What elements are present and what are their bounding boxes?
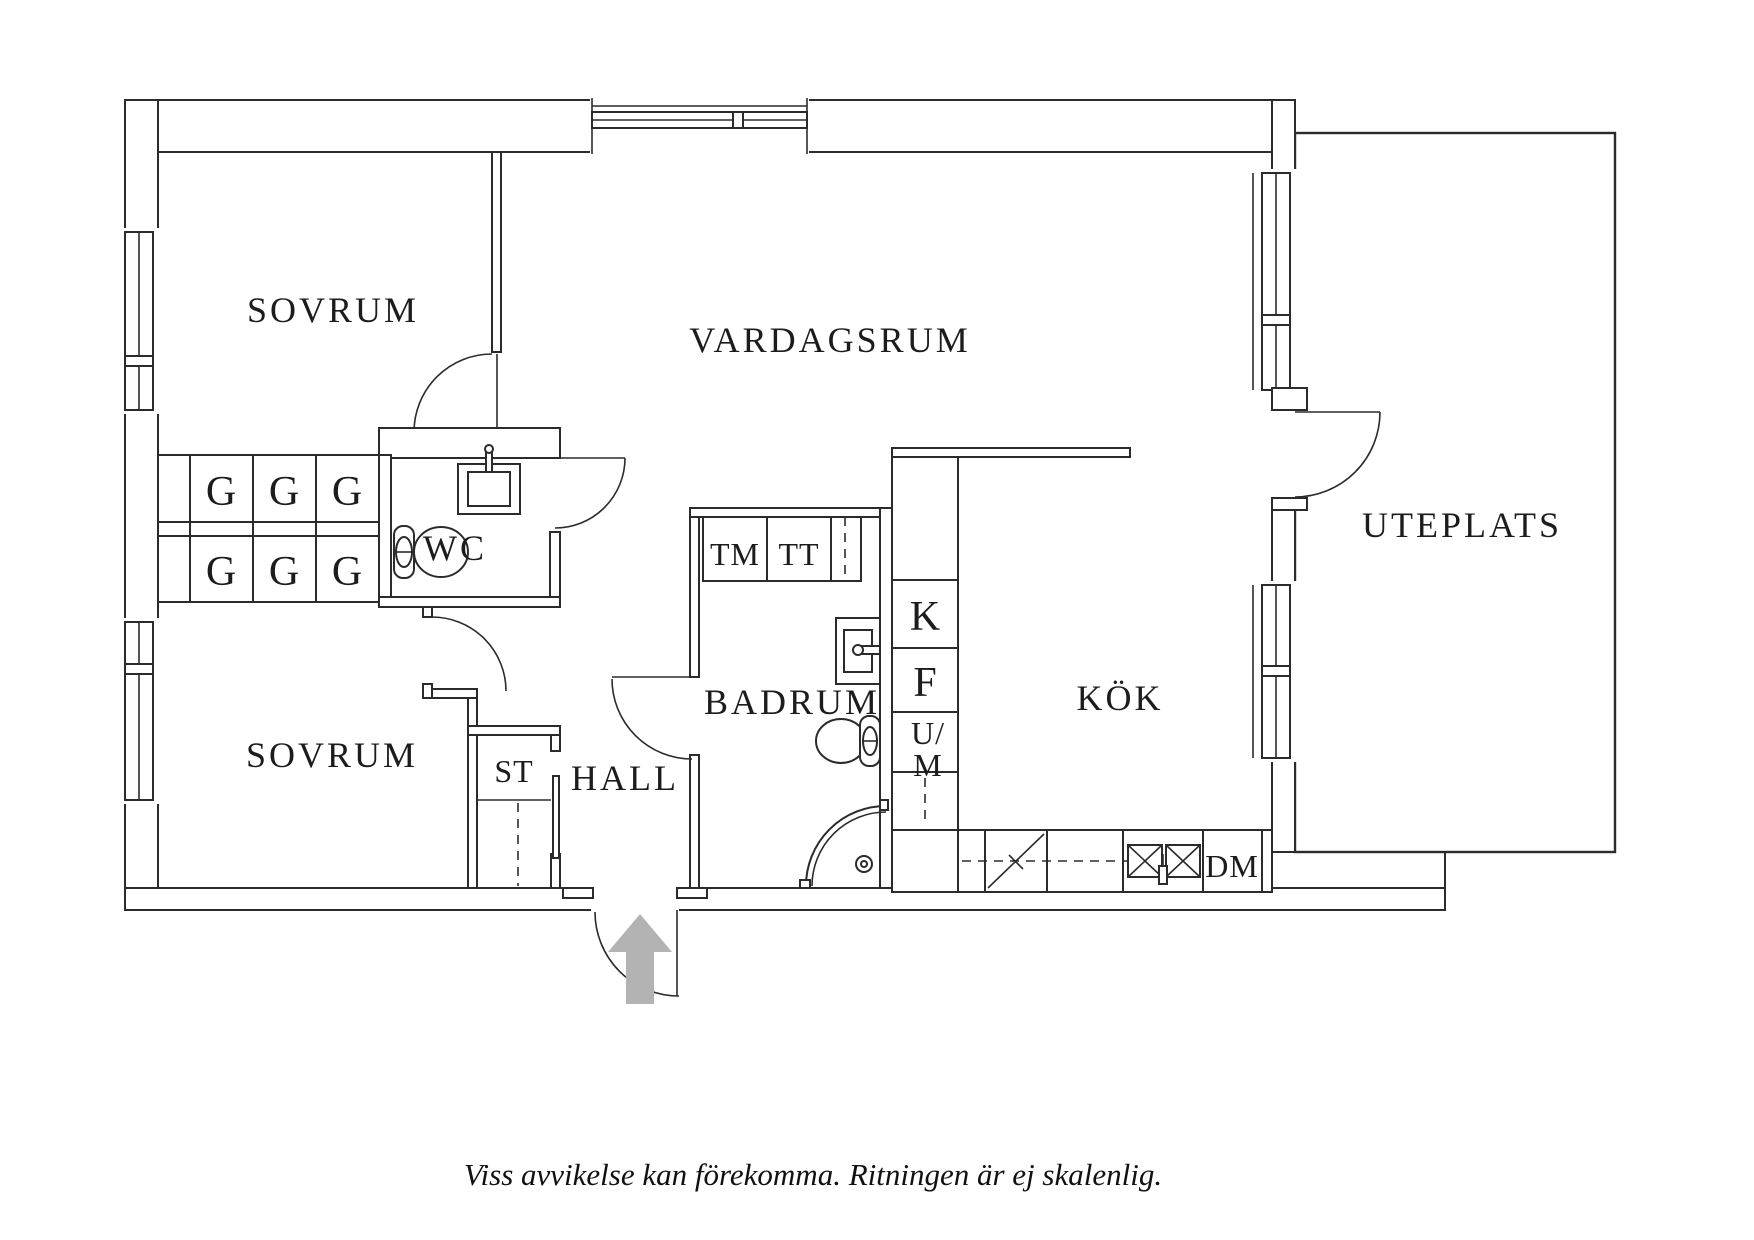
kitchen-fixtures	[891, 456, 1273, 893]
oven-micro-label-bottom: M	[913, 747, 942, 783]
entrance-arrow-icon	[608, 914, 672, 1004]
appliance-labels: TM TT K F U/ M DM	[710, 536, 1259, 884]
room-label-sovrum-2: SOVRUM	[246, 735, 418, 775]
wardrobe-label: G	[206, 549, 236, 595]
room-label-wc: WC	[423, 528, 487, 568]
wardrobe-label: G	[269, 469, 299, 515]
freezer-label: F	[913, 660, 936, 706]
room-label-vardagsrum: VARDAGSRUM	[689, 320, 970, 360]
interior-walls	[378, 151, 1131, 889]
toilet-icon	[393, 525, 469, 579]
sink-icon	[835, 617, 881, 685]
disclaimer-text: Viss avvikelse kan förekomma. Ritningen …	[464, 1157, 1162, 1192]
fridge-label: K	[910, 594, 940, 640]
wardrobe-label: G	[332, 469, 362, 515]
sink-icon	[457, 444, 521, 515]
wardrobe-label: G	[332, 549, 362, 595]
wardrobe-label: G	[269, 549, 299, 595]
terrace-door	[1270, 387, 1381, 511]
shower-icon	[799, 799, 889, 889]
window-left-2	[123, 618, 162, 804]
entrance-door	[562, 886, 708, 997]
room-label-badrum: BADRUM	[704, 682, 880, 722]
tm-label: TM	[710, 536, 760, 572]
toilet-icon	[815, 715, 881, 767]
doors-exterior	[562, 387, 1381, 997]
wc-fixtures	[393, 444, 521, 579]
washer-dryer-cabinets	[702, 516, 862, 582]
oven-micro-label-top: U/	[911, 715, 945, 751]
room-label-st: ST	[494, 753, 533, 789]
st-closet	[467, 725, 561, 889]
uteplats-area	[1293, 131, 1617, 854]
window-top	[590, 98, 809, 154]
room-label-hall: HALL	[571, 758, 679, 798]
window-right-1	[1250, 169, 1297, 394]
wardrobes: G G G G G G	[157, 454, 380, 603]
stove-icon	[987, 833, 1045, 889]
bathroom-fixtures	[702, 516, 889, 889]
wardrobe-label: G	[206, 469, 236, 515]
room-labels: SOVRUM VARDAGSRUM UTEPLATS SOVRUM WC BAD…	[246, 290, 1562, 798]
dishwasher-label: DM	[1205, 848, 1259, 884]
room-label-kok: KÖK	[1077, 678, 1164, 718]
windows	[123, 98, 1297, 804]
window-right-2	[1250, 581, 1297, 762]
tt-label: TT	[778, 536, 819, 572]
room-label-sovrum-1: SOVRUM	[247, 290, 419, 330]
window-left-1	[123, 228, 162, 414]
room-label-uteplats: UTEPLATS	[1362, 505, 1562, 545]
kitchen-sink-icon	[1127, 844, 1201, 885]
